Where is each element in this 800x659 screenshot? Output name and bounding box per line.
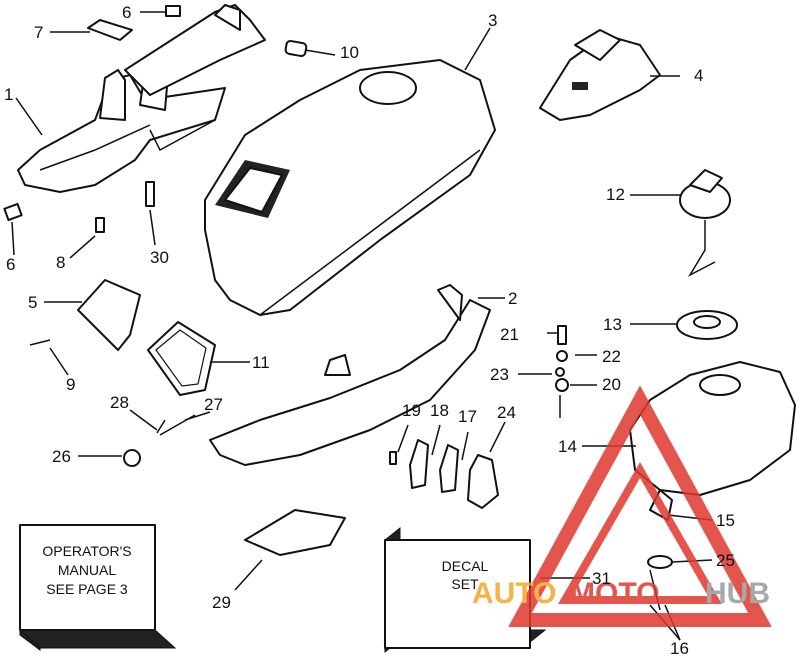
callout-9: 9	[66, 375, 75, 394]
watermark-moto: MOTO	[570, 577, 659, 610]
decal-line2: SET	[451, 576, 479, 592]
part-4-latch	[539, 29, 661, 121]
part-6-screw-top	[165, 5, 181, 17]
decal-line1: DECAL	[442, 558, 489, 574]
callout-1: 1	[4, 85, 13, 104]
manual-line2: MANUAL	[58, 562, 117, 578]
parts-26-27-28	[123, 414, 196, 467]
manual-line3: SEE PAGE 3	[46, 581, 128, 597]
callout-16: 16	[670, 639, 689, 654]
part-1-bracket	[17, 61, 226, 193]
callout-22: 22	[602, 347, 621, 366]
callout-14: 14	[558, 437, 577, 456]
callout-26: 26	[52, 447, 71, 466]
callout-18: 18	[430, 401, 449, 420]
callout-25: 25	[716, 551, 735, 570]
callout-2: 2	[508, 289, 517, 308]
callout-6-left: 6	[6, 255, 15, 274]
callout-29: 29	[212, 593, 231, 612]
part-2-lower-pan	[209, 284, 491, 466]
callout-8: 8	[56, 253, 65, 272]
part-29-plate	[244, 509, 346, 556]
watermark-logo: AUTO MOTO HUB	[472, 385, 772, 627]
part-30-screw	[145, 181, 155, 207]
callout-31: 31	[592, 569, 611, 588]
decal-set-box: DECAL SET	[383, 526, 547, 654]
part-6-screw-left	[3, 202, 23, 222]
part-7-upper-bracket	[87, 4, 266, 96]
watermark-hub: HUB	[705, 577, 770, 610]
callout-4: 4	[694, 66, 703, 85]
callout-24: 24	[497, 403, 516, 422]
part-13-washer	[676, 310, 738, 340]
callout-5: 5	[28, 293, 37, 312]
part-10-plug	[284, 39, 308, 57]
part-12-fuel-cap	[679, 169, 731, 277]
callout-11: 11	[252, 353, 270, 372]
operators-manual-box: OPERATOR'S MANUAL SEE PAGE 3	[18, 524, 177, 651]
callout-19: 19	[402, 401, 421, 420]
callout-3: 3	[488, 11, 497, 30]
callout-15: 15	[716, 511, 735, 530]
callout-23: 23	[490, 365, 509, 384]
part-5-bracket	[77, 279, 141, 351]
callout-20: 20	[602, 375, 621, 394]
part-3-engine-cover	[204, 59, 496, 316]
part-11-gasket	[147, 321, 216, 396]
manual-line1: OPERATOR'S	[42, 543, 131, 559]
watermark-auto: AUTO	[472, 577, 556, 610]
callout-13: 13	[603, 315, 622, 334]
callout-12: 12	[606, 185, 625, 204]
callout-21: 21	[500, 325, 519, 344]
callout-17: 17	[458, 407, 477, 426]
callout-numbers: 1 2 3 4 5 6 6 7 8 9 10 11 12 13 14 15 16…	[4, 3, 735, 658]
leader-lines	[11, 11, 713, 641]
callout-6-top: 6	[122, 3, 131, 22]
callout-27: 27	[204, 395, 223, 414]
callout-7: 7	[34, 23, 43, 42]
parts-17-18-19-24-clips	[389, 439, 499, 509]
part-8-screw	[95, 217, 105, 233]
callout-30: 30	[150, 248, 169, 267]
parts-20-23-hardware	[555, 325, 569, 392]
callout-10: 10	[340, 43, 359, 62]
callout-28: 28	[110, 393, 129, 412]
